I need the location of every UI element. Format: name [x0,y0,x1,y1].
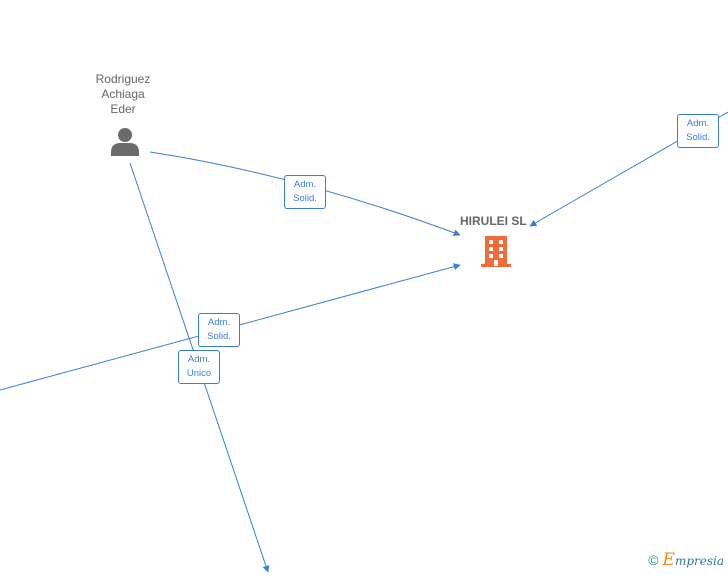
person-name-line: Rodriguez [95,72,151,86]
role-line: Adm. [686,118,710,129]
person-name[interactable]: Rodriguez Achiaga Eder [85,72,161,117]
role-line: Adm. [293,179,317,190]
edge-role-badge[interactable]: Adm. Solid. [198,313,240,347]
role-line: Solid. [293,193,317,204]
building-icon[interactable] [481,236,511,267]
edge-role-badge[interactable]: Adm. Solid. [284,175,326,209]
role-line: Unico [186,368,212,379]
role-line: Adm. [187,354,211,365]
person-name-line: Eder [110,102,136,116]
brand-initial: E [662,550,675,570]
person-icon[interactable] [111,128,139,156]
role-line: Solid. [207,331,231,342]
copyright-icon: © [648,552,659,568]
role-line: Adm. [207,317,231,328]
edge-role-badge[interactable]: Adm. Unico [178,350,220,384]
brand-rest: mpresia [674,554,724,568]
company-name[interactable]: HIRULEI SL [460,214,527,228]
edge-role-badge[interactable]: Adm. Solid. [677,114,719,148]
footer-brand[interactable]: © Empresia [648,550,724,570]
role-line: Solid. [686,132,710,143]
person-name-line: Achiaga [101,87,145,101]
